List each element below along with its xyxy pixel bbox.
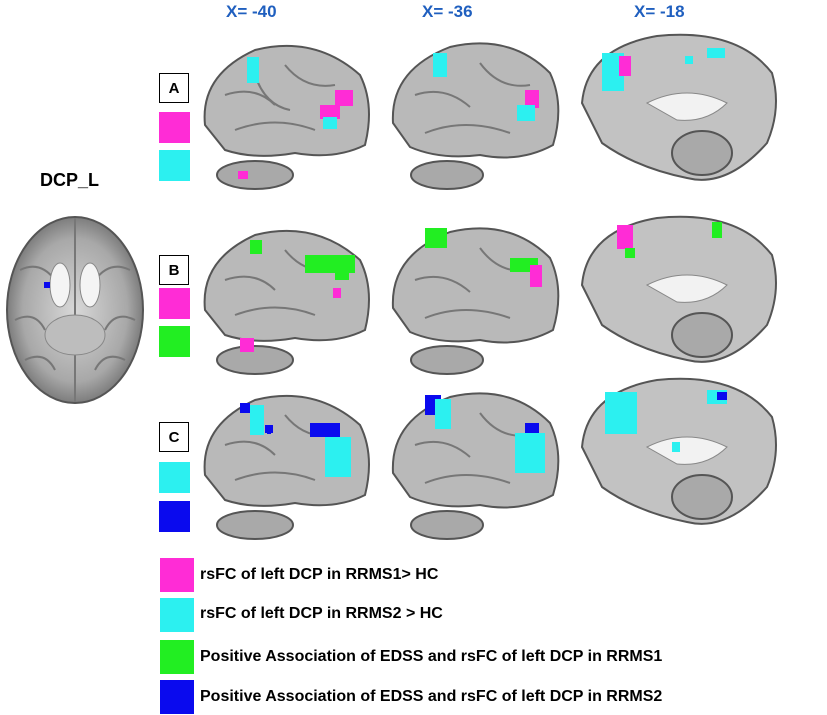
legend-text-rrms1-hc: rsFC of left DCP in RRMS1> HC bbox=[200, 566, 439, 583]
row-a-swatch-magenta bbox=[159, 112, 190, 143]
row-label-a: A bbox=[159, 73, 189, 103]
column-label-x-36: X= -36 bbox=[422, 2, 473, 21]
legend-swatch-blue bbox=[160, 680, 194, 714]
row-c-swatch-cyan bbox=[159, 462, 190, 493]
legend-text-rrms2-hc: rsFC of left DCP in RRMS2 > HC bbox=[200, 605, 443, 622]
row-label-c: C bbox=[159, 422, 189, 452]
legend-text-edss-rrms2: Positive Association of EDSS and rsFC of… bbox=[200, 688, 663, 705]
sagittal-brain-a-x-36 bbox=[391, 42, 560, 190]
column-label-x-18: X= -18 bbox=[634, 2, 685, 21]
seed-roi bbox=[44, 282, 50, 288]
sagittal-brain-b-x-18 bbox=[580, 215, 777, 363]
row-label-b: B bbox=[159, 255, 189, 285]
legend-swatch-cyan bbox=[160, 598, 194, 632]
legend-swatch-green bbox=[160, 640, 194, 674]
legend-swatch-magenta bbox=[160, 558, 194, 592]
row-a-swatch-cyan bbox=[159, 150, 190, 181]
sagittal-brain-c-x-40 bbox=[203, 394, 370, 540]
column-label-x-40: X= -40 bbox=[226, 2, 277, 21]
axial-brain-image bbox=[6, 216, 144, 404]
row-b-swatch-green bbox=[159, 326, 190, 357]
sagittal-brain-b-x-36 bbox=[391, 227, 560, 375]
sagittal-brain-c-x-36 bbox=[391, 392, 560, 540]
legend-text-edss-rrms1: Positive Association of EDSS and rsFC of… bbox=[200, 648, 663, 665]
row-b-swatch-magenta bbox=[159, 288, 190, 319]
sagittal-brain-c-x-18 bbox=[580, 377, 777, 525]
sagittal-brain-a-x-18 bbox=[580, 33, 777, 181]
row-c-swatch-blue bbox=[159, 501, 190, 532]
sagittal-brain-b-x-40 bbox=[203, 229, 370, 375]
seed-label: DCP_L bbox=[40, 170, 100, 190]
sagittal-brain-a-x-40 bbox=[203, 44, 370, 190]
